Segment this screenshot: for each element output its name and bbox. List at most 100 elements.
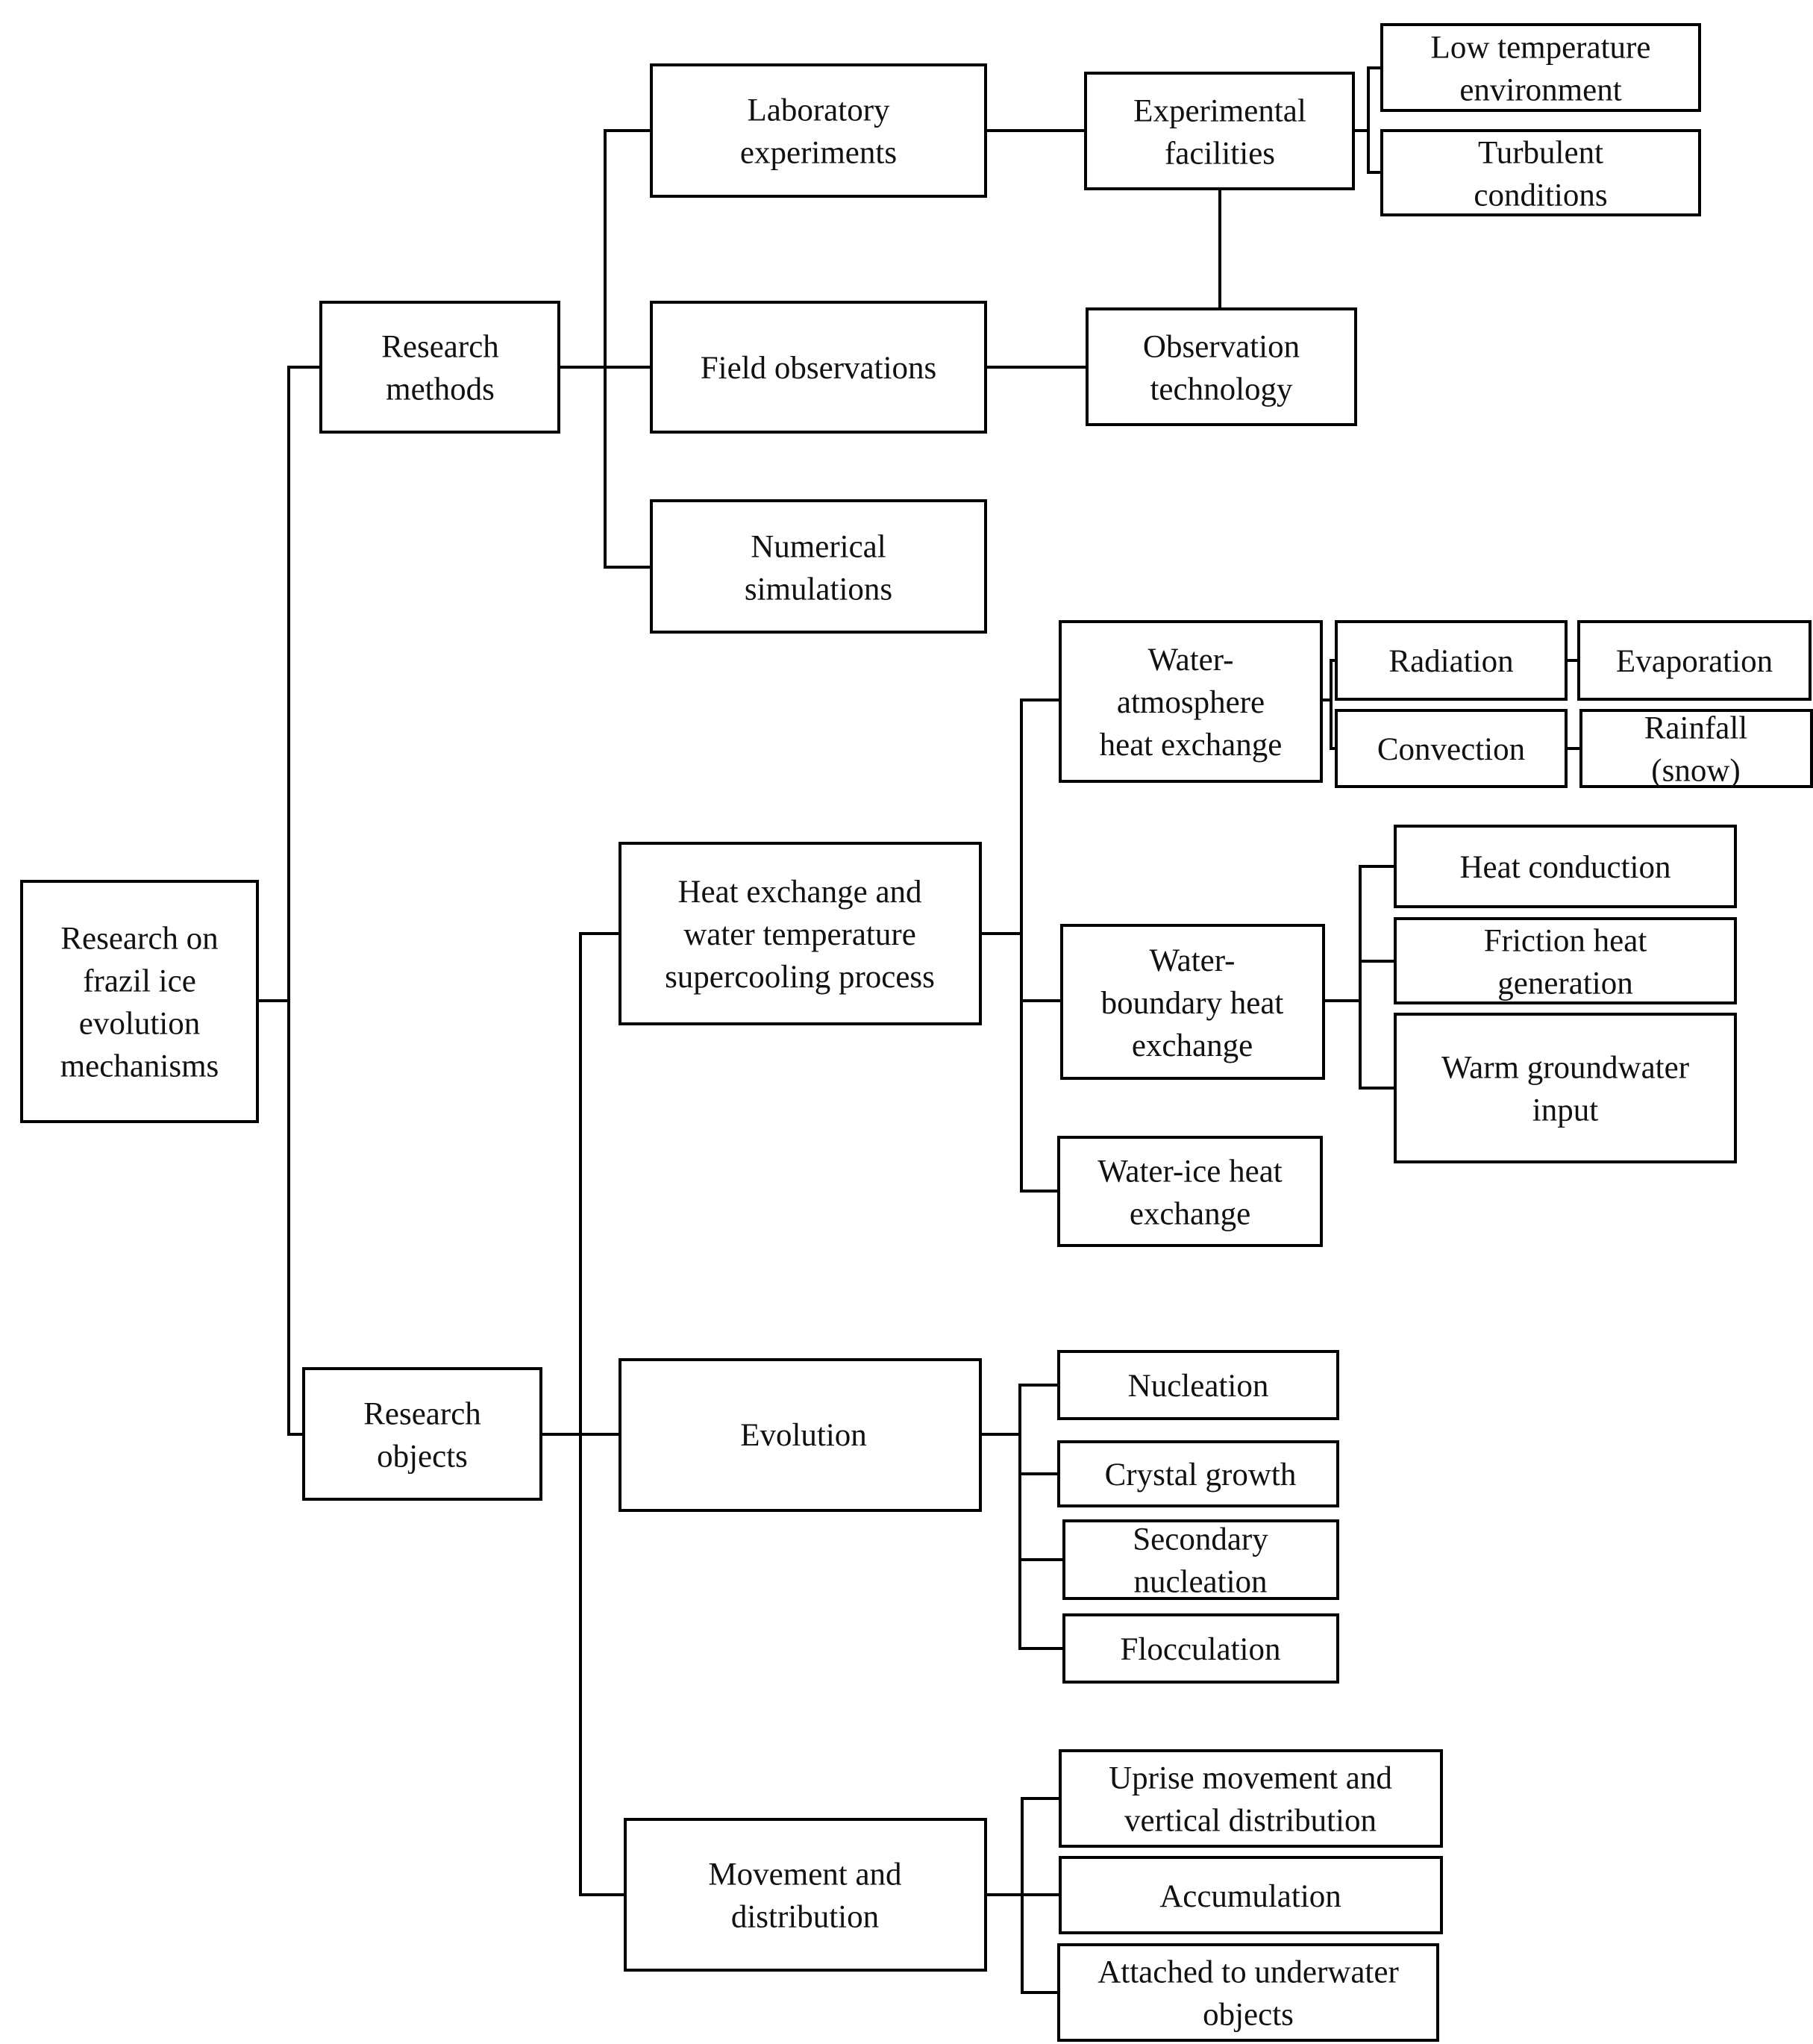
node-evaporation-box: [1577, 620, 1812, 701]
node-uprise: Uprise movement and vertical distribution: [1059, 1749, 1443, 1848]
groundwater-label-line: Warm groundwater: [1441, 1051, 1689, 1086]
obstech-label-line: Observation: [1143, 330, 1300, 365]
node-crystal-growth-label: Crystal growth: [1105, 1457, 1297, 1493]
connector-wb-spine: [1359, 865, 1397, 1090]
node-nucleation-label: Nucleation: [1128, 1369, 1269, 1404]
node-heatex-box: [619, 842, 982, 1025]
node-water-atmosphere: Water-atmosphere heat exchange: [1059, 620, 1323, 783]
node-water-boundary: Water-boundary heat exchange: [1060, 924, 1325, 1080]
crystal-label-line: Crystal growth: [1105, 1457, 1297, 1493]
node-accumulation: Accumulation: [1059, 1856, 1443, 1934]
nucleation-label-line: Nucleation: [1128, 1369, 1269, 1404]
node-facilities-box: [1084, 72, 1355, 190]
node-accumulation-box: [1059, 1856, 1443, 1934]
node-water-boundary-box: [1060, 924, 1325, 1080]
movement-label-line: distribution: [731, 1900, 879, 1935]
heatcond-label-line: Heat conduction: [1460, 850, 1671, 885]
radiation-label-line: Radiation: [1388, 644, 1513, 679]
node-convection-label: Convection: [1377, 732, 1525, 767]
node-radiation-box: [1335, 620, 1568, 701]
root-label-line: frazil ice: [83, 964, 196, 999]
node-heat-conduction-label: Heat conduction: [1460, 850, 1671, 885]
node-flocculation-box: [1062, 1613, 1339, 1684]
wi-label-line: exchange: [1130, 1197, 1250, 1232]
rainfall-label-line: Rainfall: [1644, 711, 1748, 746]
node-evolution-label: Evolution: [740, 1418, 867, 1453]
connector-wa-spine: [1330, 659, 1338, 750]
connector-root-spine: [287, 366, 322, 1436]
node-uprise-label: Uprise movement and vertical distribution: [1109, 1761, 1392, 1839]
node-crystal-growth-box: [1057, 1440, 1339, 1507]
turbulent-label-line: conditions: [1474, 178, 1607, 213]
node-water-boundary-label: Water-boundary heat exchange: [1101, 943, 1284, 1063]
node-groundwater-box: [1394, 1013, 1737, 1163]
uprise-label-line: vertical distribution: [1124, 1804, 1377, 1839]
node-obstech-box: [1086, 307, 1357, 426]
node-numerical-box: [650, 499, 987, 634]
flocculation-label-line: Flocculation: [1121, 1632, 1281, 1667]
field-label-line: Field observations: [701, 351, 937, 386]
node-field-box: [650, 301, 987, 434]
node-heat-conduction: Heat conduction: [1394, 825, 1737, 908]
convection-label-line: Convection: [1377, 732, 1525, 767]
node-convection-box: [1335, 709, 1568, 788]
wa-label-line: heat exchange: [1100, 728, 1283, 763]
root-label-line: mechanisms: [60, 1049, 219, 1084]
wa-label-line: Water-: [1147, 643, 1233, 678]
wi-label-line: Water-ice heat: [1097, 1154, 1283, 1190]
wa-label-line: atmosphere: [1117, 685, 1265, 720]
root-label-line: Research on: [60, 922, 218, 957]
node-heat-conduction-box: [1394, 825, 1737, 908]
secondary-label-line: nucleation: [1133, 1565, 1267, 1600]
node-evaporation: Evaporation: [1577, 620, 1812, 701]
node-methods: Research methods: [319, 301, 560, 434]
methods-label-line: methods: [386, 372, 495, 407]
node-nucleation: Nucleation: [1057, 1350, 1339, 1420]
connectors: [256, 66, 1582, 1994]
node-radiation-label: Radiation: [1388, 644, 1513, 679]
connector-evolution-spine: [1018, 1384, 1065, 1650]
lab-label-line: experiments: [740, 136, 897, 171]
node-radiation: Radiation: [1335, 620, 1568, 701]
node-attached-box: [1057, 1943, 1439, 2042]
node-rainfall-label: Rainfall(snow): [1644, 711, 1748, 789]
node-friction-box: [1394, 917, 1737, 1004]
node-uprise-box: [1059, 1749, 1443, 1848]
uprise-label-line: Uprise movement and: [1109, 1761, 1392, 1796]
node-root: Research on frazil ice evolution mechanisms: [20, 880, 259, 1123]
root-label-line: evolution: [79, 1007, 200, 1042]
node-lowtemp-box: [1380, 23, 1701, 112]
node-nucleation-box: [1057, 1350, 1339, 1420]
node-methods-box: [319, 301, 560, 434]
objects-label-line: Research: [363, 1397, 481, 1432]
node-water-ice-box: [1057, 1136, 1323, 1247]
wb-label-line: exchange: [1132, 1028, 1253, 1063]
wb-label-line: boundary heat: [1101, 986, 1284, 1021]
connector-objects-spine: [579, 932, 627, 1896]
node-water-ice-label: Water-ice heat exchange: [1097, 1154, 1283, 1232]
wb-label-line: Water-: [1149, 943, 1235, 978]
methods-label-line: Research: [381, 330, 499, 365]
node-objects-box: [302, 1367, 542, 1501]
attached-label-line: Attached to underwater: [1097, 1955, 1399, 1990]
node-flocculation-label: Flocculation: [1121, 1632, 1281, 1667]
node-evolution: Evolution: [619, 1358, 982, 1512]
